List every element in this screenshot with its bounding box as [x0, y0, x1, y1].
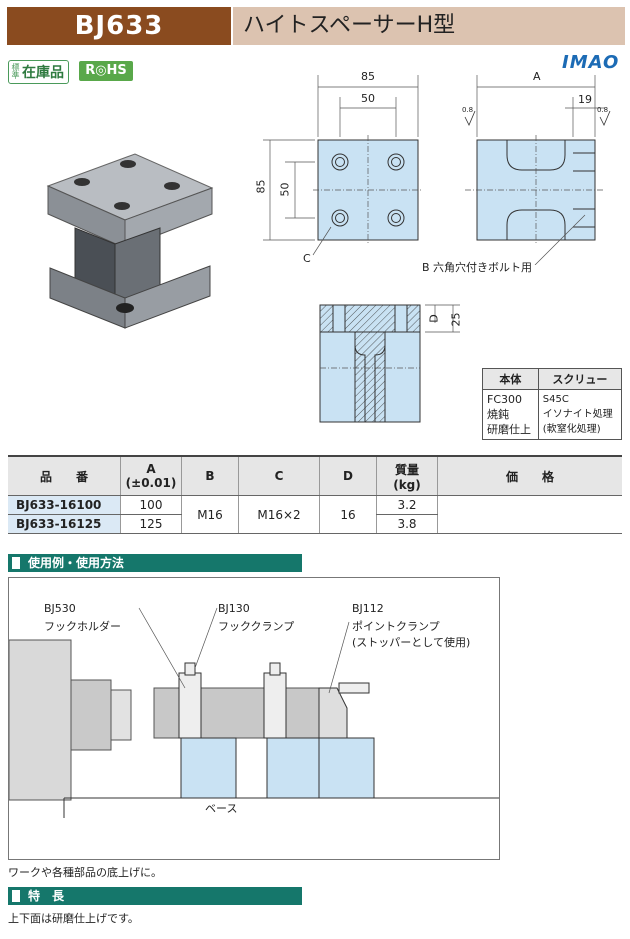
label-b-bolt: B 六角穴付きボルト用 [422, 261, 533, 274]
bj112-desc: ポイントクランプ [352, 620, 440, 633]
bj130-desc: フッククランプ [218, 620, 295, 633]
dim-50-left: 50 [278, 182, 292, 197]
usage-section-title: 使用例・使用方法 [28, 556, 125, 570]
usage-caption: ワークや各種部品の底上げに。 [8, 866, 162, 879]
a-tolerance: (±0.01) [125, 476, 177, 490]
dim-25: 25 [449, 312, 463, 327]
features-section-header: 特 長 [8, 887, 302, 905]
b-value: M16 [181, 495, 239, 534]
mass-header-label: 質量 [394, 462, 419, 477]
rohs-badge: R◎HS [79, 61, 133, 81]
mass-value: 3.8 [376, 514, 438, 534]
dim-85-left: 85 [254, 179, 268, 194]
dim-50-top: 50 [361, 92, 375, 105]
price-value [437, 495, 622, 534]
product-code-header: BJ633 [7, 7, 231, 45]
table-row: BJ633-16125 125 3.8 [8, 514, 622, 534]
part-number: BJ633-16100 [8, 495, 121, 515]
features-section-title: 特 長 [28, 889, 65, 903]
dim-19: 19 [578, 93, 592, 106]
b-header: B [181, 455, 239, 496]
roughness-left: 0.8 [462, 106, 474, 114]
label-d: D [427, 314, 441, 323]
section-view-drawing [319, 304, 460, 423]
bj530-label: BJ530 [44, 602, 76, 615]
dim-85-top: 85 [361, 70, 375, 83]
imao-logo: IMAO [562, 52, 620, 73]
material-body-2: 焼鈍 [487, 408, 509, 421]
product-photo [46, 153, 214, 329]
material-body-header: 本体 [482, 368, 539, 390]
mass-unit: (kg) [393, 477, 421, 492]
c-value: M16×2 [238, 495, 320, 534]
a-header: A (±0.01) [120, 455, 182, 496]
a-value: 125 [120, 514, 182, 534]
d-header: D [319, 455, 377, 496]
material-screw-2: イソナイト処理 [542, 409, 613, 420]
bj530-desc: フックホルダー [44, 620, 121, 633]
product-title-header: ハイトスペーサーH型 [233, 7, 625, 45]
side-view-drawing [464, 75, 611, 265]
part-number: BJ633-16125 [8, 514, 121, 534]
material-body-1: FC300 [487, 393, 523, 406]
a-value: 100 [120, 495, 182, 515]
stock-badge-small: 標準 [11, 63, 20, 80]
mass-header: 質量 (kg) [376, 455, 438, 496]
material-screw-1: S45C [542, 394, 569, 405]
material-table: 本体 スクリュー FC300 焼鈍 研磨仕上 S45C イソナイト処理 (軟窒化… [482, 368, 623, 440]
base-label: ベース [205, 802, 238, 815]
section-marker-icon [12, 890, 20, 902]
a-header-label: A [146, 462, 156, 476]
material-screw-header: スクリュー [537, 368, 623, 390]
table-row: BJ633-16100 100 M16 M16×2 16 3.2 [8, 495, 622, 534]
top-view-drawing [263, 75, 423, 256]
material-screw-3: (軟窒化処理) [542, 424, 601, 435]
d-value: 16 [319, 495, 377, 534]
usage-section-header: 使用例・使用方法 [8, 554, 302, 572]
roughness-right: 0.8 [597, 106, 609, 114]
usage-diagram [9, 607, 499, 818]
features-text: 上下面は研磨仕上げです。 [8, 912, 139, 925]
material-body-3: 研磨仕上 [487, 423, 531, 436]
stock-badge-label: 在庫品 [22, 65, 64, 81]
product-table: 品 番 A (±0.01) B C D 質量 (kg) 価 格 BJ633-16… [8, 455, 622, 534]
stock-badge: 標準 在庫品 [8, 60, 69, 84]
bj112-label: BJ112 [352, 602, 384, 615]
bj130-label: BJ130 [218, 602, 250, 615]
part-number-header: 品 番 [8, 455, 121, 496]
bj112-note: (ストッパーとして使用) [352, 636, 471, 649]
dim-a: A [533, 70, 541, 83]
c-header: C [238, 455, 320, 496]
label-c: C [303, 252, 311, 265]
section-marker-icon [12, 557, 20, 569]
mass-value: 3.2 [376, 495, 438, 515]
price-header: 価 格 [437, 455, 622, 496]
